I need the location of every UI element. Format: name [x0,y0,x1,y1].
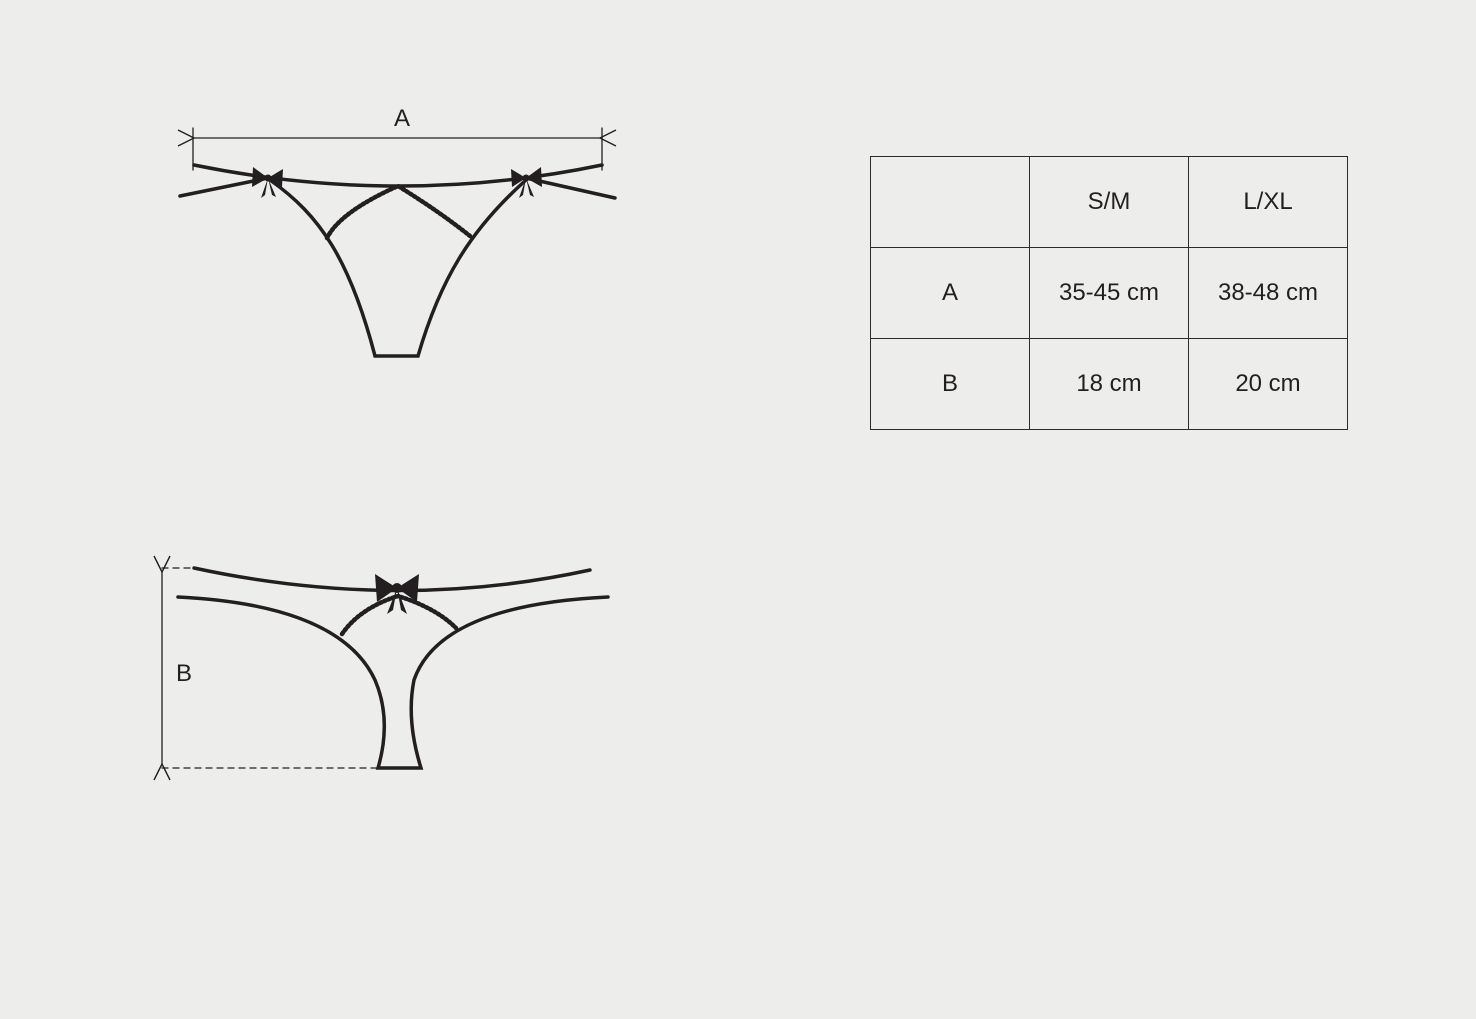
back-lace-trim [339,593,459,637]
table-header-cell: S/M [1029,156,1189,248]
bow-icon [252,167,283,198]
back-body-outline [176,595,610,770]
size-table: S/M L/XL A 35-45 cm 38-48 cm B 18 cm 20 … [870,156,1348,430]
table-header-cell [870,156,1030,248]
table-cell: 38-48 cm [1188,247,1348,339]
dimension-a [177,127,617,171]
table-cell: 18 cm [1029,338,1189,430]
table-row: A 35-45 cm 38-48 cm [870,247,1348,339]
dimension-b [153,555,379,781]
table-row-label: B [870,338,1030,430]
back-view [153,555,610,781]
table-row-label: A [870,247,1030,339]
front-lace-trim [324,183,473,241]
dimension-a-label: A [394,105,410,132]
table-header-cell: L/XL [1188,156,1348,248]
table-cell: 20 cm [1188,338,1348,430]
bow-icon [375,574,419,614]
table-cell: 35-45 cm [1029,247,1189,339]
front-view [177,127,617,358]
table-header-row: S/M L/XL [870,156,1348,248]
table-row: B 18 cm 20 cm [870,338,1348,430]
bow-icon [511,167,542,198]
dimension-b-label: B [176,660,192,687]
front-body-outline [268,178,528,358]
